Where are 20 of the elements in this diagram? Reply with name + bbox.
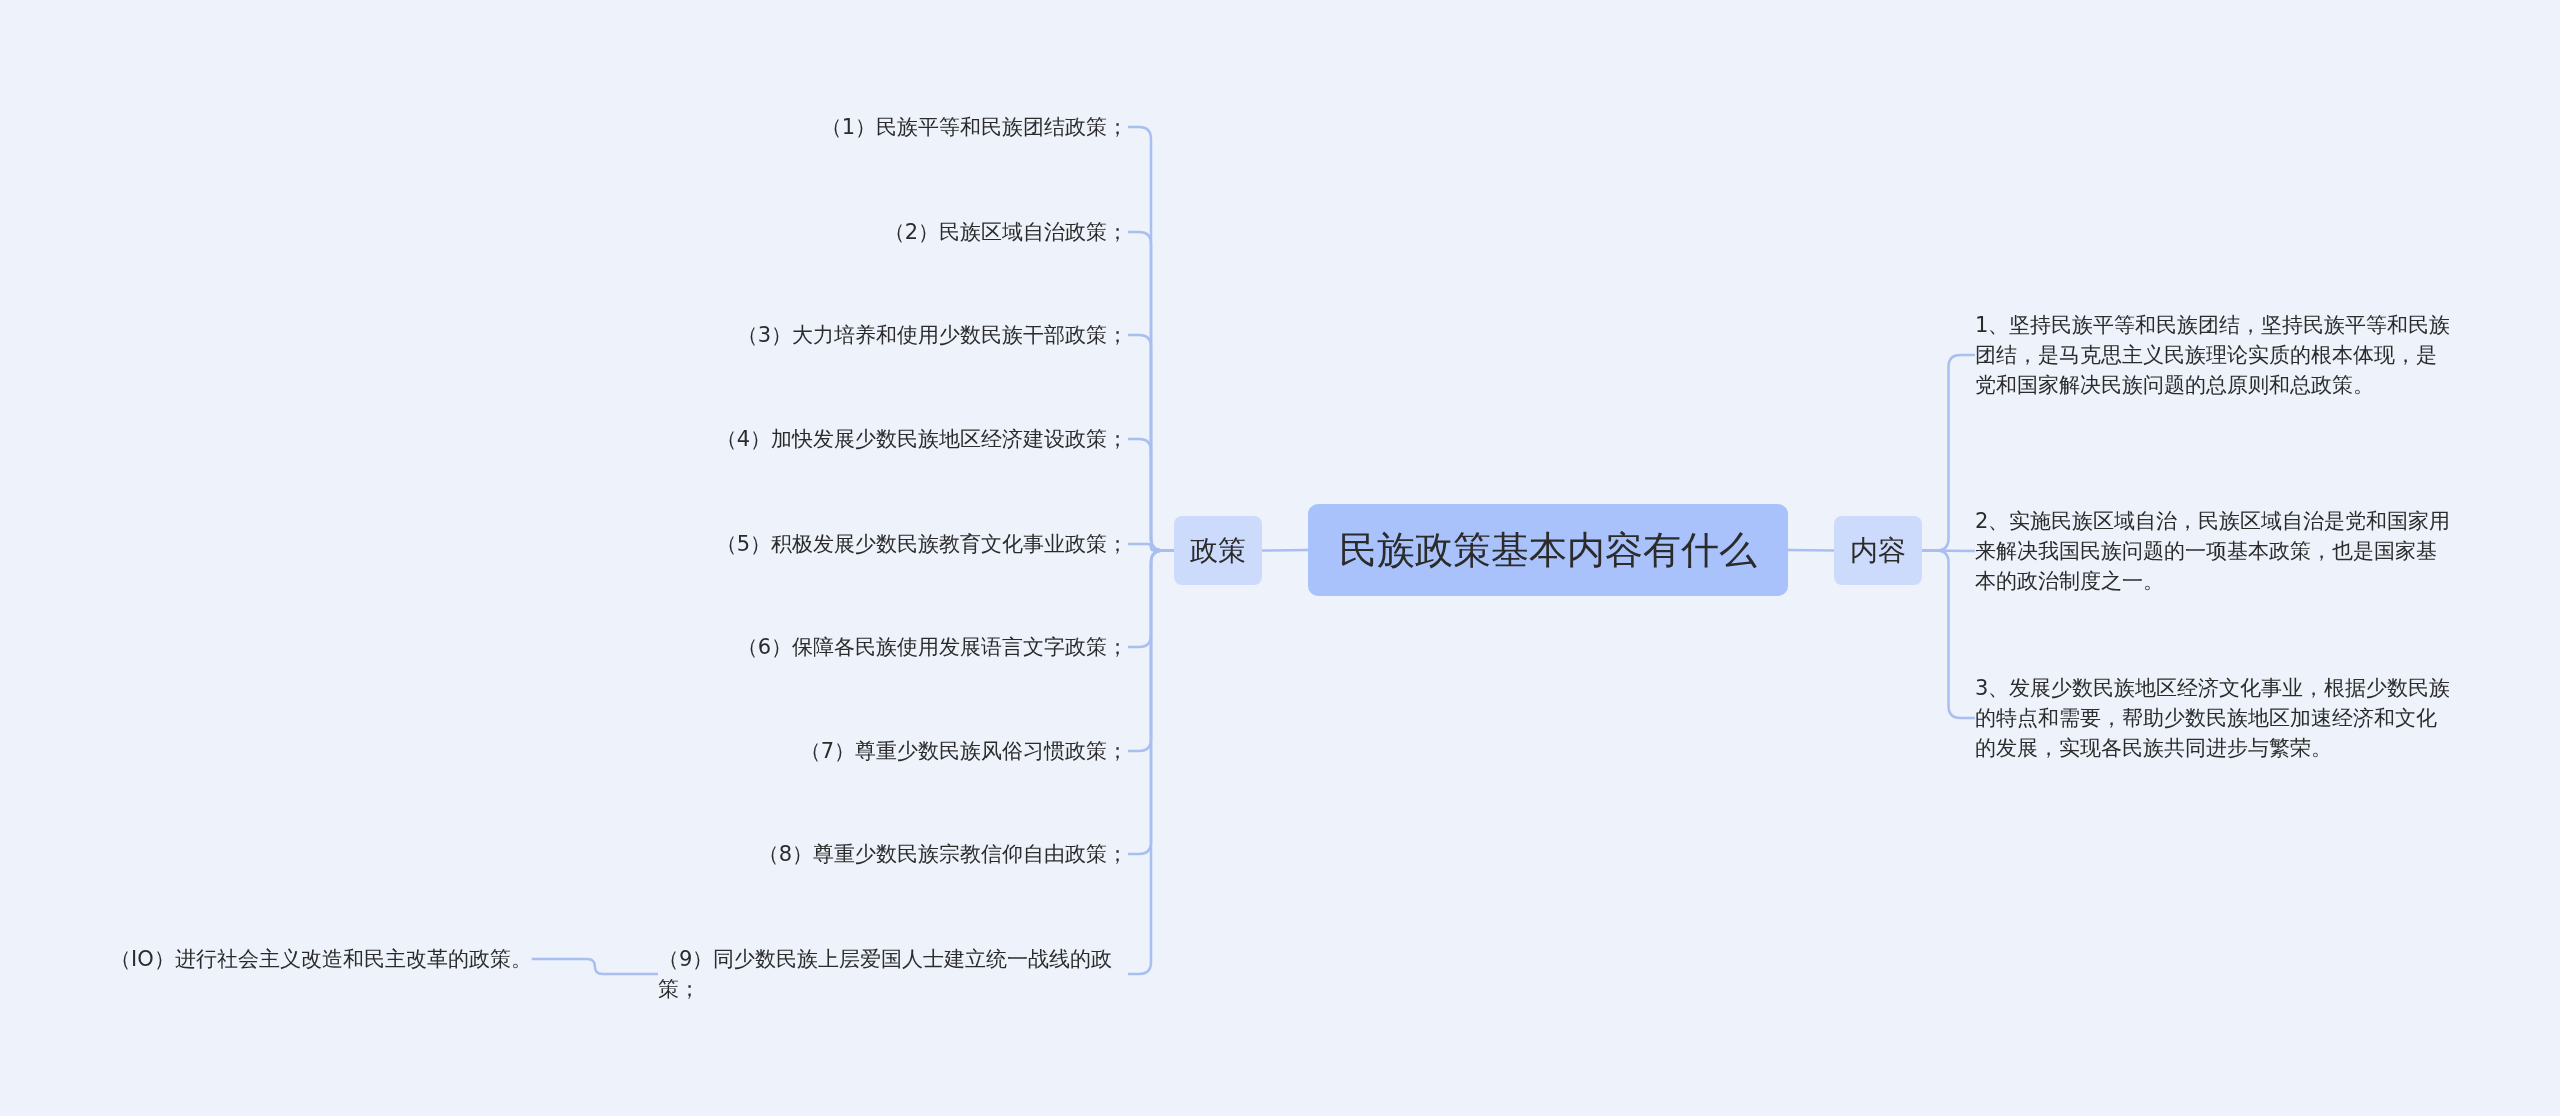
branch-topic: 政策	[1174, 516, 1262, 585]
branch-topic: 内容	[1834, 516, 1922, 585]
leaf-topic-text: （3）大力培养和使用少数民族干部政策；	[736, 320, 1128, 350]
connector-line	[531, 957, 658, 976]
leaf-topic-text: （4）加快发展少数民族地区经济建设政策；	[715, 424, 1128, 454]
connector-line	[1788, 548, 1834, 552]
leaf-topic-text: （8）尊重少数民族宗教信仰自由政策；	[757, 839, 1128, 869]
leaf-topic-text: （5）积极发展少数民族教育文化事业政策；	[715, 529, 1128, 559]
leaf-topic-text: （6）保障各民族使用发展语言文字政策；	[736, 632, 1128, 662]
leaf-topic-text: 1、坚持民族平等和民族团结，坚持民族平等和民族团结，是马克思主义民族理论实质的根本体现，是党和国家解决民族问题的总原则和总政策。	[1975, 310, 2457, 400]
root-topic: 民族政策基本内容有什么	[1308, 504, 1788, 596]
leaf-topic-text: （9）同少数民族上层爱国人士建立统一战线的政策；	[658, 944, 1128, 1004]
leaf-topic-text: （IO）进行社会主义改造和民主改革的政策。	[110, 944, 532, 974]
leaf-topic-text: （2）民族区域自治政策；	[883, 217, 1128, 247]
connector-line	[1128, 549, 1174, 976]
connector-line	[1262, 548, 1308, 552]
leaf-topic-text: （1）民族平等和民族团结政策；	[820, 112, 1128, 142]
leaf-topic-text: 3、发展少数民族地区经济文化事业，根据少数民族的特点和需要，帮助少数民族地区加速经济和文化的发展，实现各民族共同进步与繁荣。	[1975, 673, 2457, 763]
leaf-topic-text: （7）尊重少数民族风俗习惯政策；	[799, 736, 1128, 766]
leaf-topic-text: 2、实施民族区域自治，民族区域自治是党和国家用来解决我国民族问题的一项基本政策，也是国家基本的政治制度之一。	[1975, 506, 2457, 596]
